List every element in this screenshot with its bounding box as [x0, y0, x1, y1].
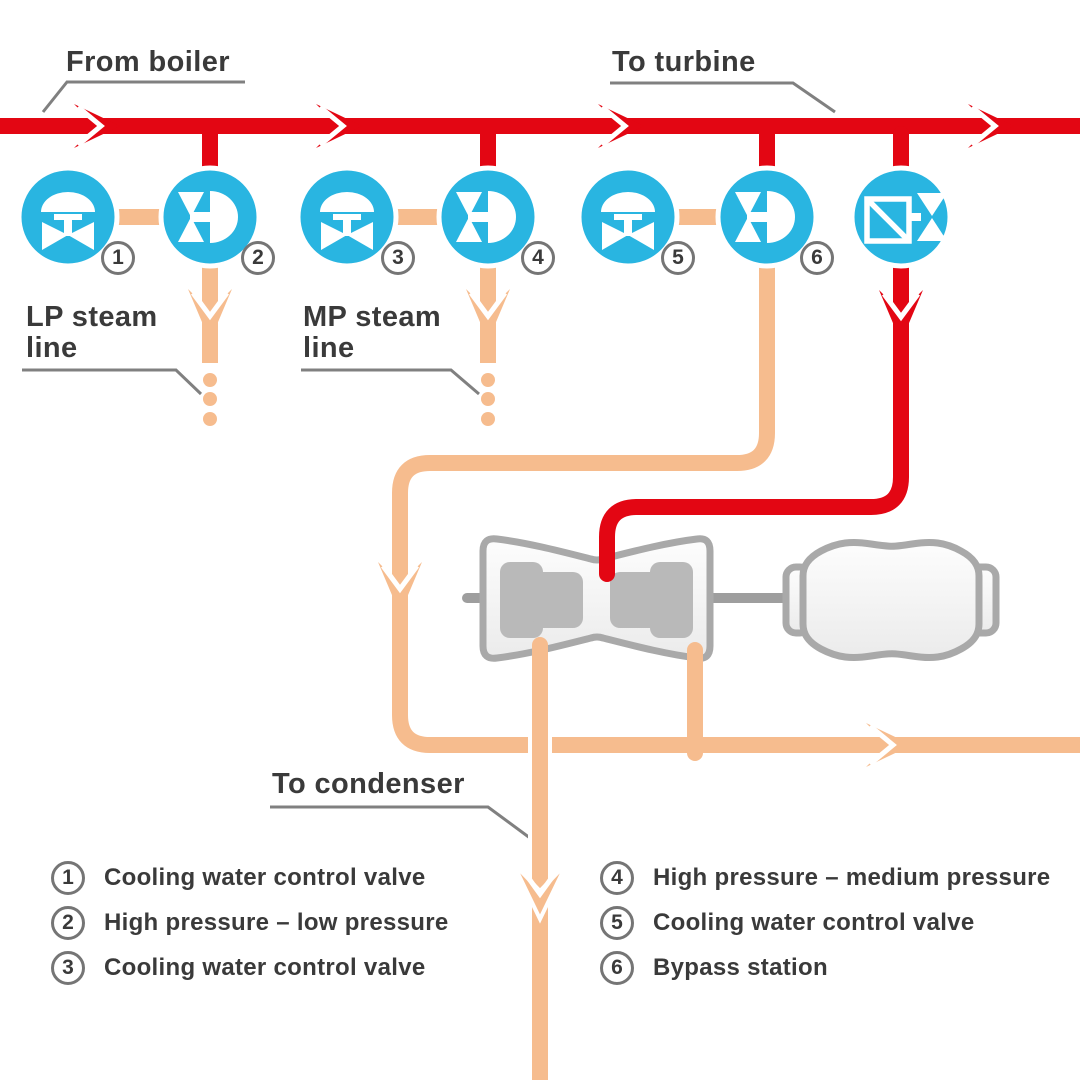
- mp-line-dot: [481, 412, 495, 426]
- flow-arrow-down: [511, 861, 569, 924]
- flow-arrow-down: [466, 289, 510, 341]
- lp-steam-line-label: LP steam line: [26, 301, 158, 364]
- to-turbine-label: To turbine: [612, 46, 756, 78]
- legend-item: 2 High pressure – low pressure: [51, 906, 449, 940]
- legend-number-badge: 4: [600, 861, 634, 895]
- legend-item: 6 Bypass station: [600, 951, 828, 985]
- mp-line-dot: [481, 392, 495, 406]
- flow-arrow-right: [866, 723, 912, 767]
- turbine-rotor-blades: [500, 562, 693, 638]
- valve-number-badge: 6: [800, 241, 834, 275]
- flow-arrow-right: [968, 104, 1014, 148]
- legend-item: 5 Cooling water control valve: [600, 906, 975, 940]
- from-boiler-label: From boiler: [66, 46, 230, 78]
- legend-item: 4 High pressure – medium pressure: [600, 861, 1050, 895]
- lp-line-dot: [203, 373, 217, 387]
- flow-arrow-right: [598, 104, 644, 148]
- flow-arrow-down: [879, 290, 923, 342]
- hp-steam-to-turbine-pipe: [599, 126, 923, 582]
- mp-steam-line-label: MP steam line: [303, 301, 442, 364]
- legend-item-label: Cooling water control valve: [104, 864, 426, 891]
- legend-item-label: Cooling water control valve: [653, 909, 975, 936]
- generator-body: [799, 539, 983, 661]
- valve-number-badge: 1: [101, 241, 135, 275]
- callout-lines: [22, 80, 836, 840]
- flow-arrow-right: [316, 104, 362, 148]
- valves: [16, 165, 953, 269]
- legend-number-badge: 2: [51, 906, 85, 940]
- lp-line-dot: [203, 392, 217, 406]
- valve-number-badge: 2: [241, 241, 275, 275]
- bypass-station-pipe: [392, 240, 1080, 753]
- lp-steam-pointer-line: [22, 368, 203, 396]
- valve-number-badge: 4: [521, 241, 555, 275]
- to-turbine-pointer-line: [610, 81, 836, 114]
- mp-steam-pointer-line: [301, 368, 480, 396]
- legend-number-badge: 1: [51, 861, 85, 895]
- mp-line-dot: [481, 373, 495, 387]
- legend-item: 3 Cooling water control valve: [51, 951, 426, 985]
- from-boiler-pointer-line: [41, 80, 245, 113]
- to-condenser-pointer-line: [270, 805, 531, 840]
- legend-item-label: Bypass station: [653, 954, 828, 981]
- legend-number-badge: 6: [600, 951, 634, 985]
- bypass-piping: [100, 209, 1080, 767]
- legend-item-label: High pressure – low pressure: [104, 909, 449, 936]
- legend-item: 1 Cooling water control valve: [51, 861, 426, 895]
- legend-item-label: Cooling water control valve: [104, 954, 426, 981]
- valve-number-badge: 5: [661, 241, 695, 275]
- main-steam-piping: [0, 104, 1080, 190]
- lp-line-dot: [203, 412, 217, 426]
- legend-item-label: High pressure – medium pressure: [653, 864, 1051, 891]
- legend-number-badge: 3: [51, 951, 85, 985]
- legend-number-badge: 5: [600, 906, 634, 940]
- to-condenser-label: To condenser: [272, 768, 465, 800]
- flow-arrow-down: [188, 289, 232, 341]
- generator: [782, 539, 1000, 661]
- valve-number-badge: 3: [381, 241, 415, 275]
- corner-white-box: [1012, 1022, 1080, 1080]
- flow-arrow-down: [378, 562, 422, 614]
- flow-arrow-right: [74, 104, 120, 148]
- turbine-generator-set: [462, 535, 1000, 662]
- condenser-piping: [511, 637, 703, 1080]
